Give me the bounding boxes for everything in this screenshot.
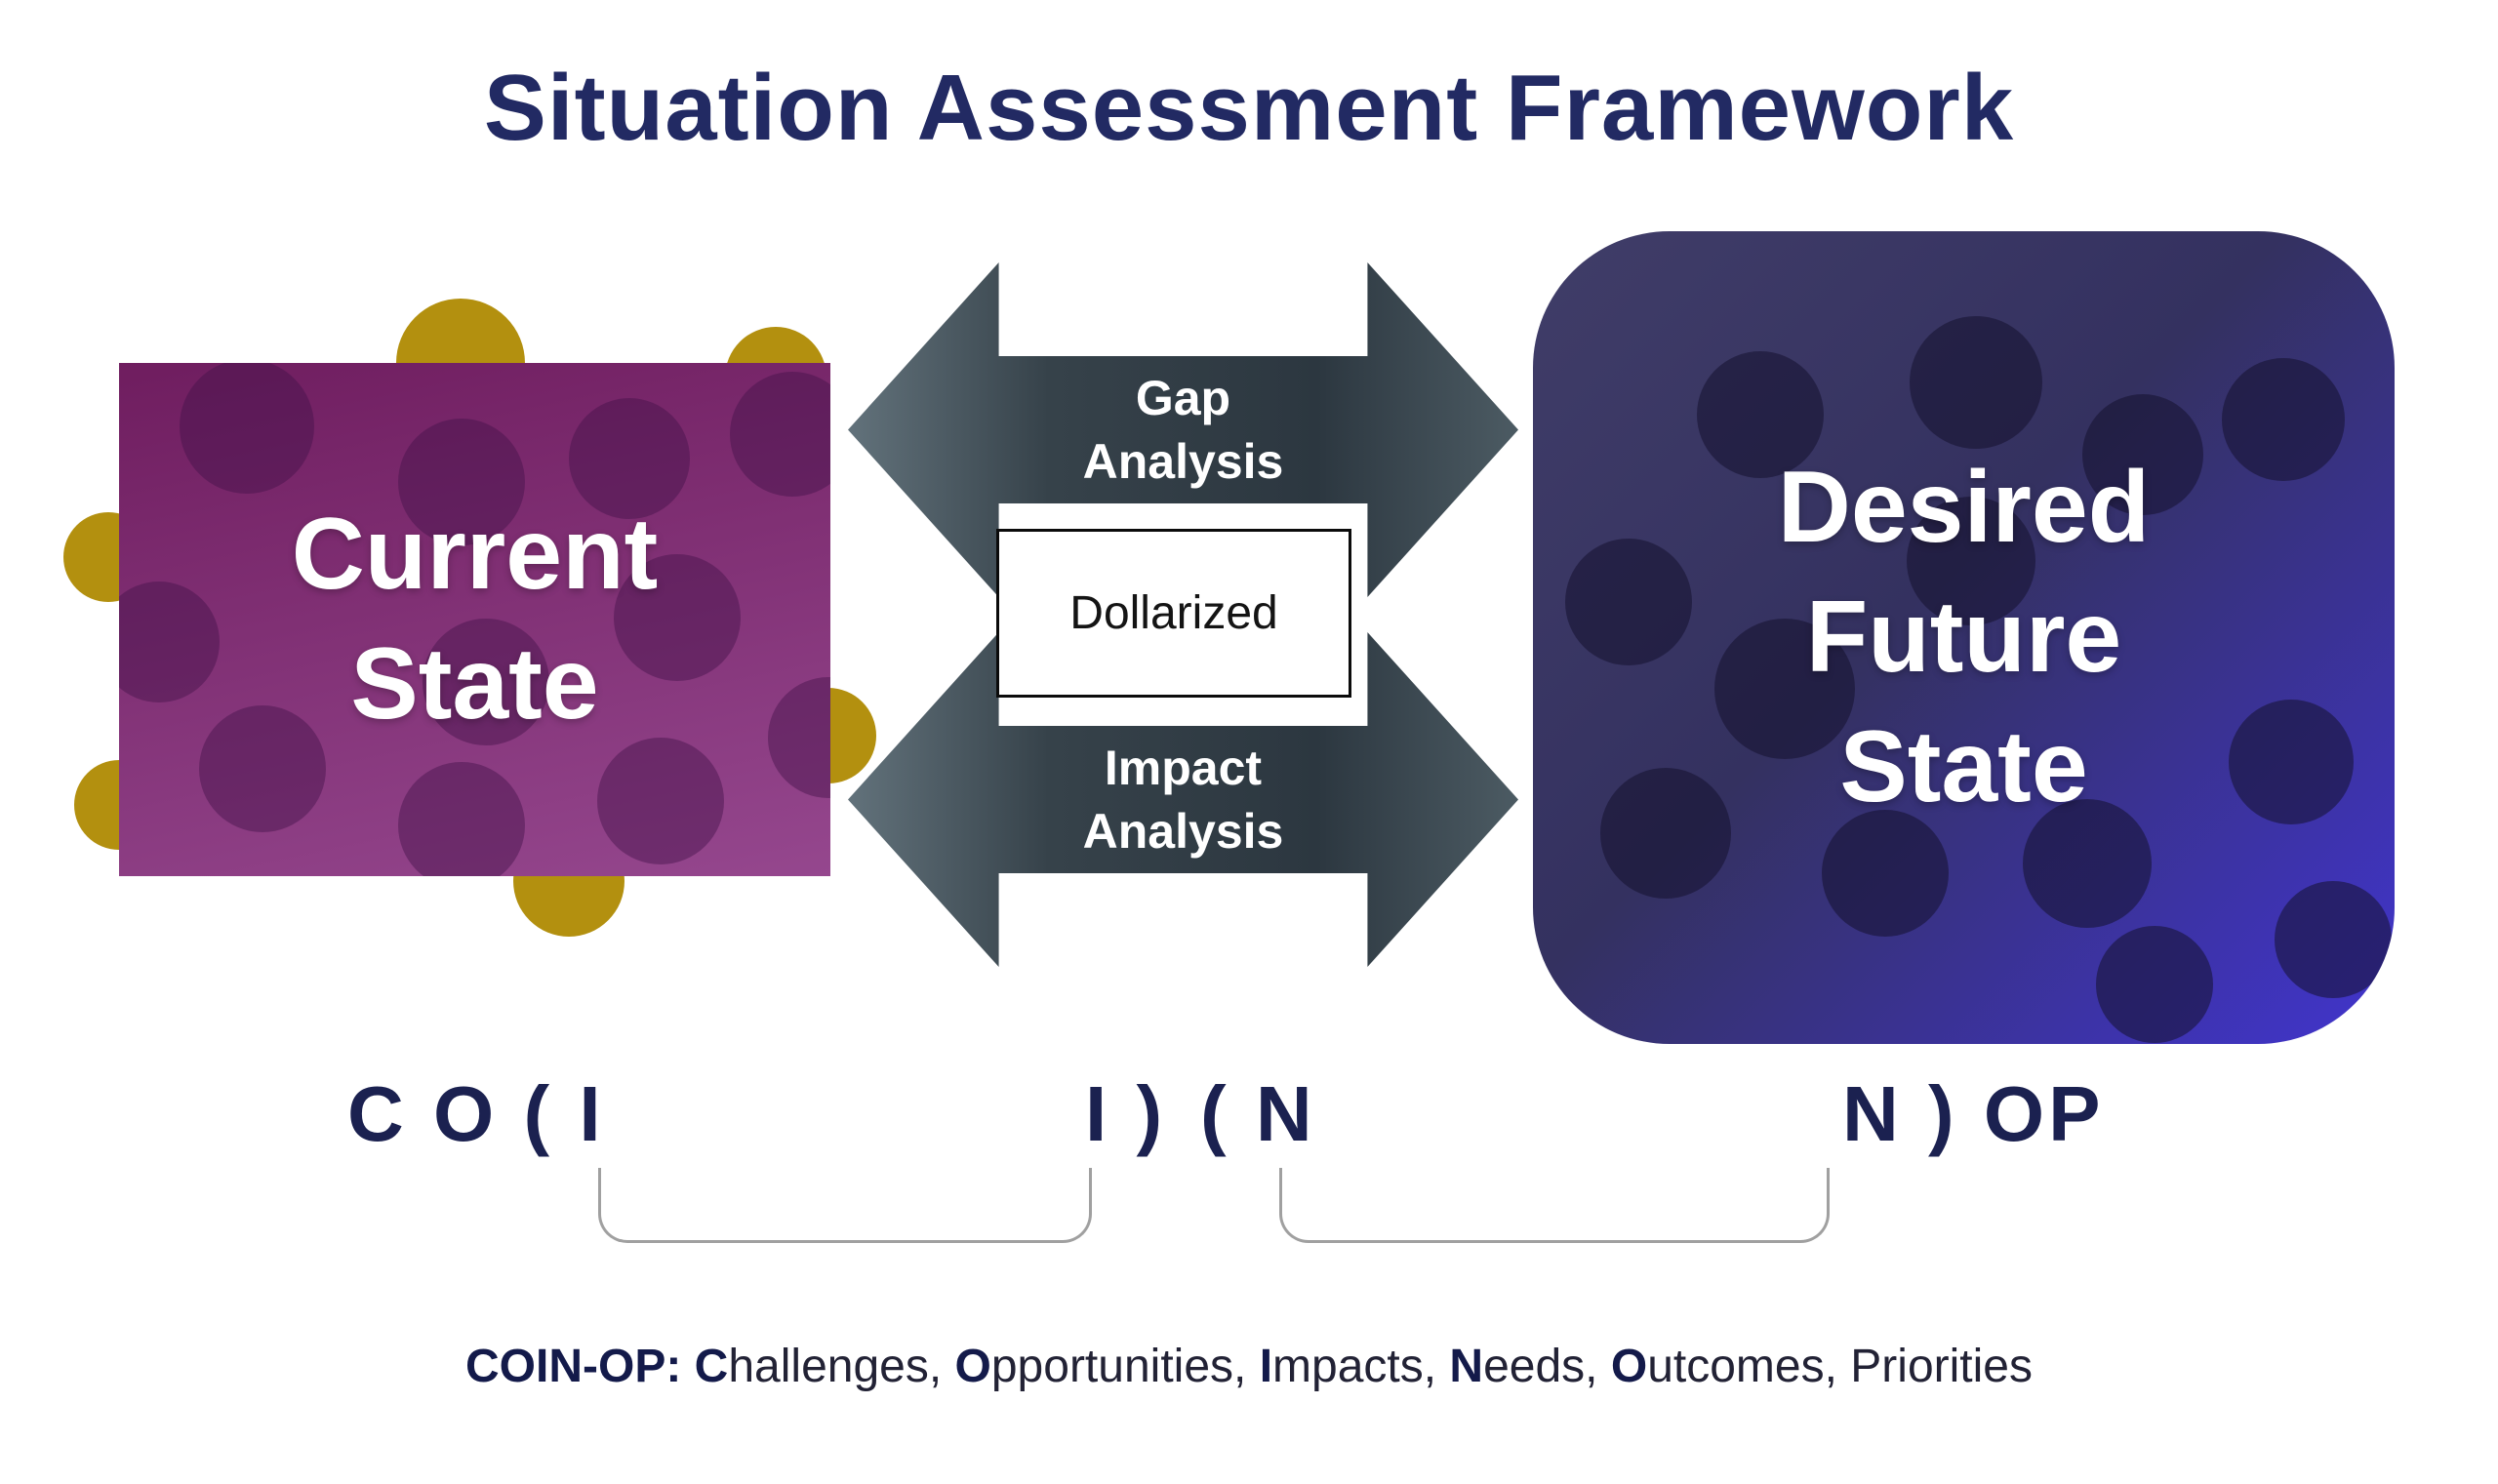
gap-analysis-label: Gap Analysis: [1082, 370, 1284, 489]
legend-segment: O: [954, 1341, 991, 1392]
coinop-legend: COIN-OP: Challenges, Opportunities, Impa…: [0, 1339, 2498, 1395]
legend-segment: utcomes,: [1647, 1341, 1851, 1392]
legend-segment: pportunities,: [990, 1341, 1260, 1392]
polka-dot: [614, 554, 741, 681]
polka-dot: [1565, 539, 1692, 665]
polka-dot: [2023, 799, 2152, 928]
polka-dot: [398, 762, 525, 876]
acronym-c-o-open-i: C O ( I: [347, 1070, 605, 1157]
current-state-box: Current State: [119, 363, 830, 876]
polka-dot: [2229, 700, 2354, 824]
polka-dot: [1910, 316, 2042, 449]
desired-future-state-box: Desired Future State: [1533, 231, 2395, 1044]
polka-dot: [398, 419, 525, 545]
polka-dot: [199, 705, 326, 832]
impacts-bracket: [598, 1168, 1092, 1243]
polka-dot: [569, 398, 690, 519]
polka-dot: [768, 677, 830, 798]
legend-segment: I: [1259, 1341, 1273, 1392]
polka-dot: [1714, 619, 1855, 759]
polka-dot: [1697, 351, 1824, 478]
legend-segment: C: [694, 1341, 729, 1392]
impact-analysis-label: Impact Analysis: [1082, 740, 1284, 859]
legend-segment: COIN-OP:: [465, 1341, 695, 1392]
legend-segment: eeds,: [1483, 1341, 1611, 1392]
current-state-label: Current State: [291, 497, 659, 741]
polka-dot: [2082, 394, 2203, 515]
polka-dot: [2275, 881, 2392, 998]
legend-segment: N: [1449, 1341, 1484, 1392]
acronym-i-close: I ): [1085, 1070, 1167, 1157]
dollarized-label: Dollarized: [1069, 587, 1278, 639]
polka-dot: [423, 619, 549, 745]
polka-dot: [2096, 926, 2213, 1043]
legend-segment: O: [1610, 1341, 1648, 1392]
polka-dot: [1600, 768, 1731, 899]
polka-dot: [119, 582, 220, 702]
desired-future-state-label: Desired Future State: [1777, 450, 2151, 824]
acronym-n-close-op: N ) OP: [1842, 1070, 2105, 1157]
needs-bracket: [1279, 1168, 1830, 1243]
legend-segment: mpacts,: [1272, 1341, 1450, 1392]
polka-dot: [1907, 497, 2035, 625]
diagram-title: Situation Assessment Framework: [483, 56, 2015, 160]
polka-dot: [2222, 358, 2345, 481]
acronym-n-open: ( N: [1200, 1070, 1316, 1157]
polka-dot: [180, 363, 314, 494]
polka-dot: [730, 372, 830, 497]
polka-dot: [597, 738, 724, 864]
dollarized-box: Dollarized: [996, 529, 1351, 698]
polka-dot: [1822, 810, 1949, 937]
legend-segment: hallenges,: [728, 1341, 955, 1392]
legend-segment: Priorities: [1850, 1341, 2033, 1392]
